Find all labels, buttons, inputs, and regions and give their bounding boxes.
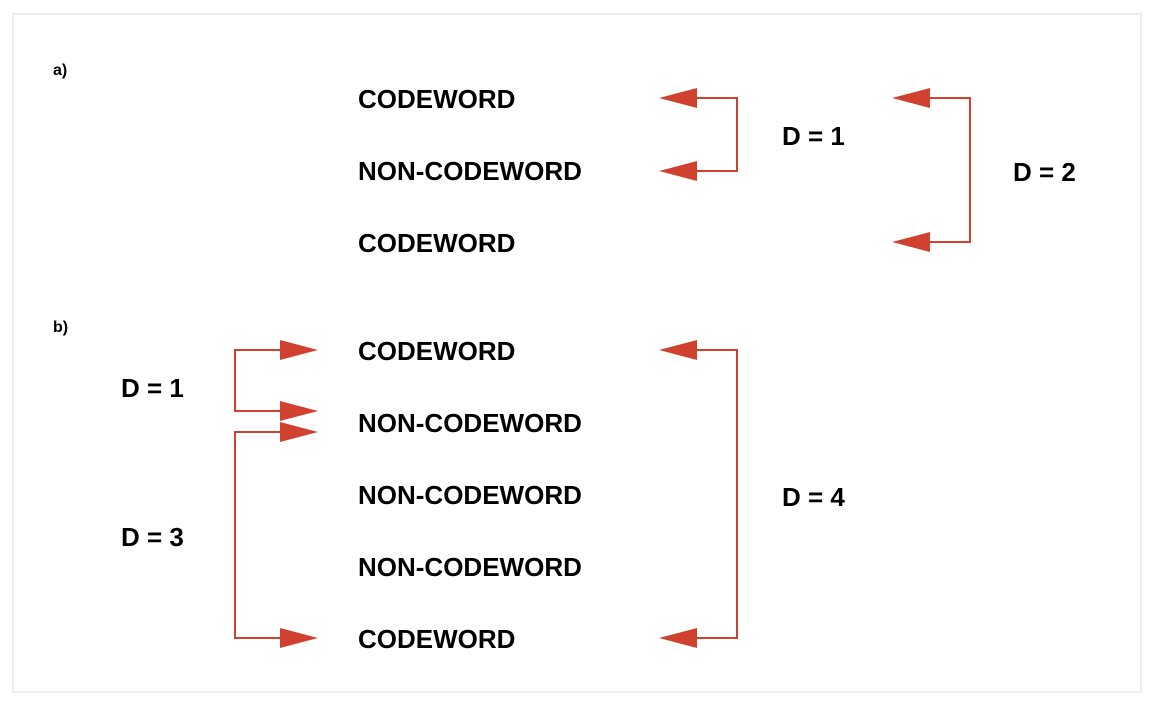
arrow-head-right [280,628,318,648]
panel-a-word-3: CODEWORD [358,228,516,258]
arrow-head-left [659,161,697,181]
arrow-head-left [892,232,930,252]
panel-b-bracket-d4 [659,340,738,648]
panel-a-distance-2: D = 2 [1013,157,1076,187]
arrow-head-right [280,422,318,442]
panel-b-word-2: NON-CODEWORD [358,408,582,438]
panel-b-word-5: CODEWORD [358,624,516,654]
panel-b-word-4: NON-CODEWORD [358,552,582,582]
arrow-head-left [892,88,930,108]
arrow-head-left [659,88,697,108]
panel-b-distance-1: D = 1 [121,373,184,403]
panel-a-bracket-d1 [659,88,738,181]
arrow-head-right [280,340,318,360]
panel-a-label: a) [53,62,68,79]
panel-b-word-3: NON-CODEWORD [358,480,582,510]
arrow-head-left [659,340,697,360]
arrow-head-left [659,628,697,648]
figure-frame [12,13,1142,693]
panel-b-word-1: CODEWORD [358,336,516,366]
panel-b-distance-3: D = 3 [121,522,184,552]
panel-b-bracket-d1 [234,340,318,421]
panel-a-bracket-d2 [892,88,971,252]
panel-b-label: b) [53,319,69,336]
panel-b-bracket-d3 [234,422,318,648]
panel-a-word-1: CODEWORD [358,84,516,114]
arrow-head-right [280,401,318,421]
panel-a-distance-1: D = 1 [782,121,845,151]
panel-a-word-2: NON-CODEWORD [358,156,582,186]
panel-b-distance-4: D = 4 [782,482,845,512]
